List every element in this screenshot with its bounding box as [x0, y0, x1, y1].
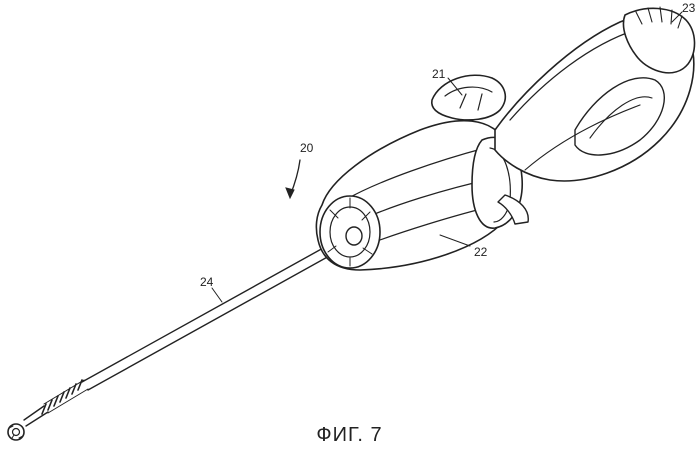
ref-numeral-20: 20 [300, 141, 314, 155]
arrow-device-20 [286, 160, 300, 198]
ref-numeral-24: 24 [200, 275, 214, 289]
ref-numeral-21: 21 [432, 67, 446, 81]
figure-caption: ФИГ. 7 [0, 424, 699, 447]
shaft [82, 232, 358, 390]
coil-spring [42, 380, 88, 414]
ref-numeral-23: 23 [682, 1, 696, 15]
ref-numeral-22: 22 [474, 245, 488, 259]
